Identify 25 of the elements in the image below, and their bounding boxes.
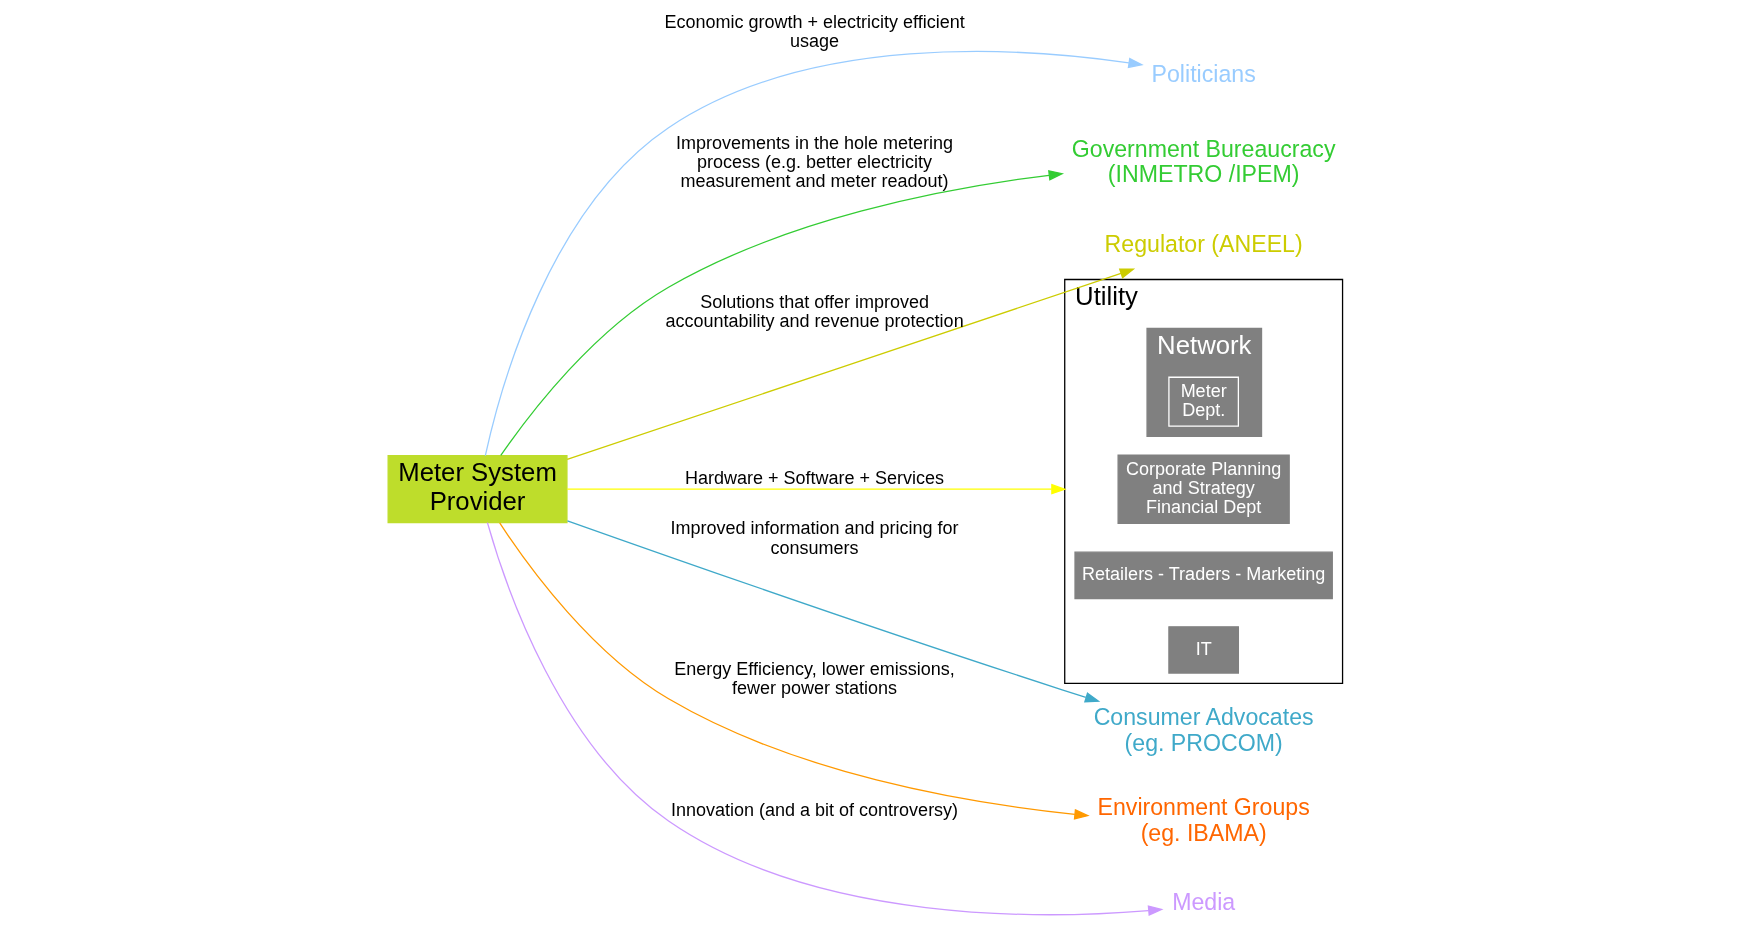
arrow bbox=[499, 169, 1064, 457]
edge-label: Hardware + Software + Services bbox=[684, 468, 944, 489]
edge-label: Innovation (and a bit of controversy) bbox=[670, 800, 958, 821]
edge-label: Energy Efficiency, lower emissions, fewer power stations bbox=[673, 658, 955, 698]
edge-label: Improvements in the hole metering process (e.g. better electricity measurement and meter readout) bbox=[675, 132, 953, 192]
arrow bbox=[498, 522, 1090, 820]
arrow bbox=[566, 268, 1135, 461]
arrow bbox=[566, 483, 1067, 495]
node-box: Meter Dept. bbox=[1167, 376, 1239, 427]
node-text: Media bbox=[1171, 889, 1235, 916]
edge-label: Solutions that offer improved accountability and revenue protection bbox=[664, 292, 964, 332]
node-box: Corporate Planning and Strategy Financial Dept bbox=[1116, 454, 1290, 524]
node-text: Government Bureaucracy (INMETRO /IPEM) bbox=[1071, 135, 1335, 188]
arrow bbox=[566, 520, 1100, 703]
node-box: Meter System Provider bbox=[387, 455, 568, 524]
arrow bbox=[486, 521, 1164, 916]
arrow bbox=[484, 51, 1144, 457]
node-text: Consumer Advocates (eg. PROCOM) bbox=[1093, 704, 1314, 756]
node-text: Politicians bbox=[1151, 60, 1256, 87]
edge-label: Improved information and pricing for consumers bbox=[669, 518, 959, 558]
node-box: IT bbox=[1167, 626, 1239, 674]
edge-label: Economic growth + electricity efficient usage bbox=[663, 11, 965, 51]
node-text: Environment Groups (eg. IBAMA) bbox=[1097, 794, 1310, 846]
node-box: Retailers - Traders - Marketing bbox=[1073, 551, 1333, 600]
node-text: Regulator (ANEEL) bbox=[1104, 230, 1303, 257]
